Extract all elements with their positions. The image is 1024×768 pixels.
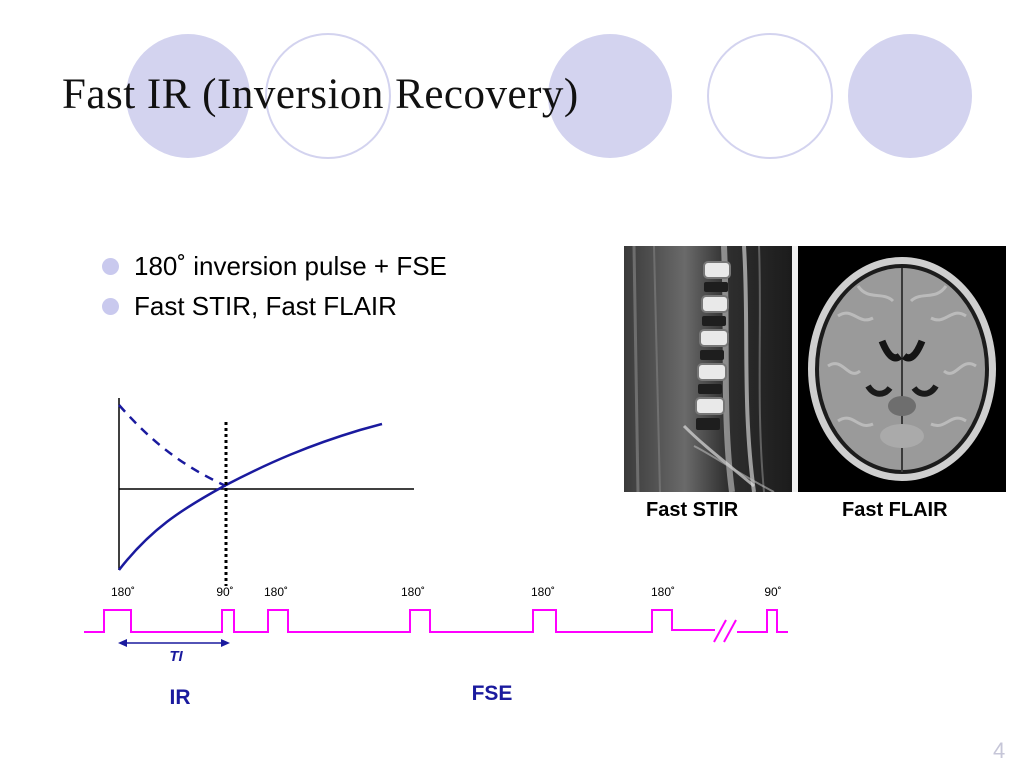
fast-flair-image [798,246,1006,492]
bullet-item: 180˚ inversion pulse + FSE [102,246,447,286]
decor-circle-filled [848,34,972,158]
bullet-item: Fast STIR, Fast FLAIR [102,286,447,326]
bullet-icon [102,298,119,315]
fse-label: FSE [472,682,513,705]
bullet-text: Fast STIR, Fast FLAIR [134,291,397,321]
pulse-label: 90˚ [764,585,781,599]
pulse-label: 180˚ [651,585,675,599]
pulse-label: 180˚ [111,585,135,599]
dashed-magnitude-curve [118,404,227,488]
ti-arrow-head-right [221,639,230,647]
bullet-list: 180˚ inversion pulse + FSE Fast STIR, Fa… [102,246,447,326]
bullet-icon [102,258,119,275]
fast-stir-caption: Fast STIR [646,499,739,521]
slide-title: Fast IR (Inversion Recovery) [62,71,579,118]
fast-flair-caption: Fast FLAIR [842,499,948,521]
pulse-label: 180˚ [401,585,425,599]
ti-arrow-head-left [118,639,127,647]
pulse-sequence-line [84,609,715,633]
break-mark [723,619,737,643]
slide-number: 4 [993,738,1006,763]
pulse-label: 180˚ [531,585,555,599]
pulse-sequence-line-end [737,609,788,633]
fast-stir-image [624,246,798,492]
ti-label: TI [169,648,183,665]
ir-label: IR [170,686,191,709]
decor-circle-filled [126,34,250,158]
decor-circle-outline [707,33,833,159]
decor-circle-filled [548,34,672,158]
break-mark [713,619,727,643]
pulse-label: 180˚ [264,585,288,599]
bullet-text: 180˚ inversion pulse + FSE [134,251,447,281]
pulse-label: 90˚ [216,585,233,599]
decor-circle-outline [265,33,391,159]
